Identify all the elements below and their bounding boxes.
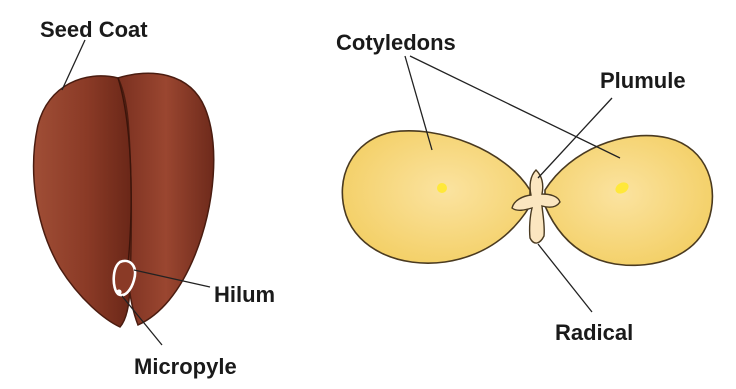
- opened-seed: [342, 131, 712, 266]
- micropyle-label: Micropyle: [134, 354, 237, 379]
- radical-leader: [538, 244, 592, 312]
- radical-label: Radical: [555, 320, 633, 345]
- cotyledon-right: [545, 136, 712, 266]
- micropyle-dot: [116, 289, 121, 294]
- cotyledon-left: [342, 131, 530, 263]
- hilum-label: Hilum: [214, 282, 275, 307]
- whole-seed: [34, 73, 214, 327]
- plumule-label: Plumule: [600, 68, 686, 93]
- cotyledons-label: Cotyledons: [336, 30, 456, 55]
- seed-coat-label: Seed Coat: [40, 17, 148, 42]
- cotyledon-spot-left: [437, 183, 447, 193]
